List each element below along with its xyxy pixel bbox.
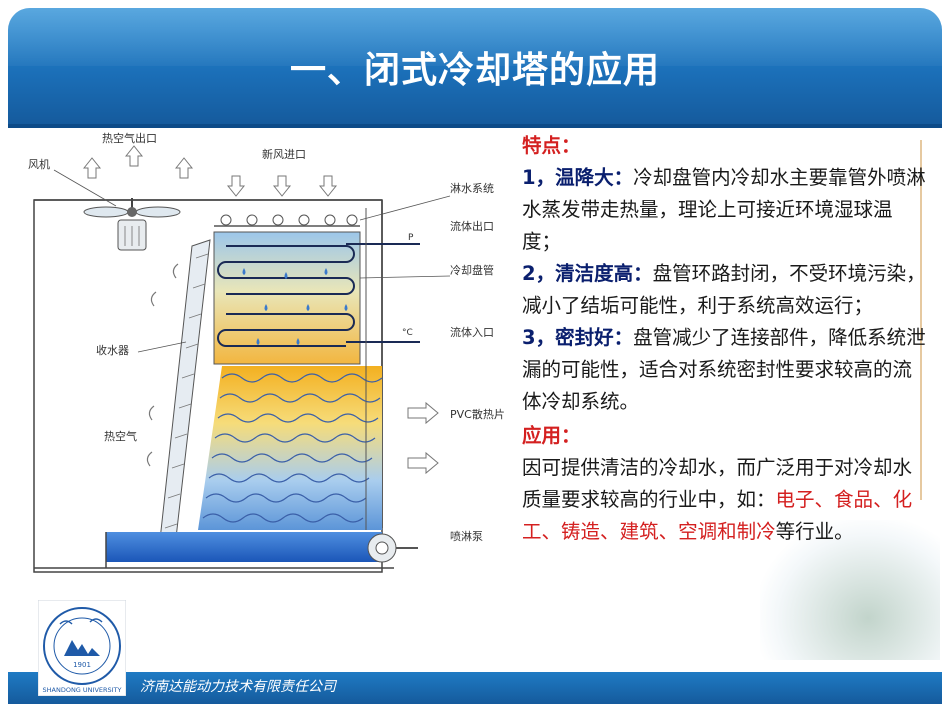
fresh-air-inlet-arrows <box>226 175 338 197</box>
background-tree-image <box>760 520 940 660</box>
spray-nozzles <box>214 214 360 227</box>
separator: 、 <box>658 520 679 543</box>
coil-water-drops <box>242 268 348 345</box>
feature-title: 清洁度高： <box>555 262 653 285</box>
fresh-air-inlet-label: 新风进口 <box>262 147 306 161</box>
spray-pump-label: 喷淋泵 <box>450 530 483 543</box>
company-name: 济南达能动力技术有限责任公司 <box>140 679 336 695</box>
feature-text: 盘管环路封闭，不受环境污染，减小了结垢可能性，利于系统高效运行； <box>522 262 926 317</box>
fluid-inlet-label: 流体入口 <box>450 325 494 339</box>
cooling-tower-diagram: 热空气出口 新风进口 风机 P °C 淋水系统 <box>26 128 520 598</box>
feature-item-2: 2，清洁度高：盘管环路封闭，不受环境污染，减小了结垢可能性，利于系统高效运行； <box>522 258 927 322</box>
feature-number: 3， <box>522 326 556 349</box>
fan-label: 风机 <box>28 157 50 171</box>
separator: 、 <box>814 488 835 511</box>
separator: 、 <box>541 520 562 543</box>
feature-number: 1， <box>522 166 556 189</box>
temp-gauge-label: °C <box>402 328 413 338</box>
header-divider <box>8 124 942 128</box>
page-title: 一、闭式冷却塔的应用 <box>289 50 660 91</box>
application-text: 因可提供清洁的冷却水，而广泛用于对冷却水质量要求较高的行业中，如：电子、食品、化… <box>522 452 927 548</box>
spray-system-label: 淋水系统 <box>450 182 494 195</box>
logo-name: SHANDONG UNIVERSITY <box>43 686 122 694</box>
conjunction: 和 <box>717 520 737 543</box>
hot-air-outlet-label: 热空气出口 <box>102 131 157 145</box>
title-banner: 一、闭式冷却塔的应用 <box>8 8 942 126</box>
industry-item: 化工 <box>522 488 913 543</box>
industry-item: 空调 <box>678 520 718 543</box>
footer-bar <box>8 672 942 704</box>
cooling-coil-area <box>213 231 361 365</box>
cooling-coil <box>217 245 355 347</box>
logo-year: 1901 <box>73 661 91 669</box>
features-heading: 特点： <box>522 134 581 157</box>
industry-item: 食品 <box>834 488 874 511</box>
pvc-fill-area <box>198 366 382 530</box>
spray-pump-icon <box>365 208 418 563</box>
hot-air-outlet-arrows <box>82 145 194 179</box>
application-suffix: 等行业。 <box>775 520 854 543</box>
industry-item: 建筑 <box>619 520 659 543</box>
cooling-coil-label: 冷却盘管 <box>450 263 494 277</box>
feature-title: 温降大： <box>555 166 634 189</box>
separator: 、 <box>873 488 893 511</box>
feature-text: 冷却盘管内冷却水主要靠管外喷淋水蒸发带走热量，理论上可接近环境湿球温度； <box>522 166 926 253</box>
fluid-outlet-label: 流体出口 <box>450 219 494 233</box>
application-heading: 应用： <box>522 424 581 447</box>
industry-item: 电子 <box>775 488 815 511</box>
industry-item: 制冷 <box>736 520 776 543</box>
separator: 、 <box>600 520 620 543</box>
feature-text: 盘管减少了连接部件，降低系统泄漏的可能性，适合对系统密封性要求较高的流体冷却系统… <box>522 326 926 413</box>
application-intro: 因可提供清洁的冷却水，而广泛用于对冷却水质量要求较高的行业中，如： <box>522 456 913 511</box>
feature-item-3: 3，密封好：盘管减少了连接部件，降低系统泄漏的可能性，适合对系统密封性要求较高的… <box>522 322 927 418</box>
pressure-gauge-label: P <box>408 233 414 243</box>
feature-item-1: 1，温降大：冷却盘管内冷却水主要靠管外喷淋水蒸发带走热量，理论上可接近环境湿球温… <box>522 162 927 258</box>
hot-air-arrows <box>146 263 179 467</box>
feature-number: 2， <box>522 262 556 285</box>
fan-icon <box>83 198 181 251</box>
feature-title: 密封好： <box>555 326 634 349</box>
water-collector-label: 收水器 <box>96 343 129 357</box>
water-basin <box>106 532 382 562</box>
decorative-divider <box>920 140 922 500</box>
industry-item: 铸造 <box>561 520 601 543</box>
hot-air-label: 热空气 <box>104 429 137 443</box>
features-text: 特点： 1，温降大：冷却盘管内冷却水主要靠管外喷淋水蒸发带走热量，理论上可接近环… <box>522 130 927 548</box>
pvc-fill-label: PVC散热片 <box>450 407 505 421</box>
university-logo: 1901 SHANDONG UNIVERSITY <box>38 600 126 696</box>
fill-waves <box>202 373 383 523</box>
